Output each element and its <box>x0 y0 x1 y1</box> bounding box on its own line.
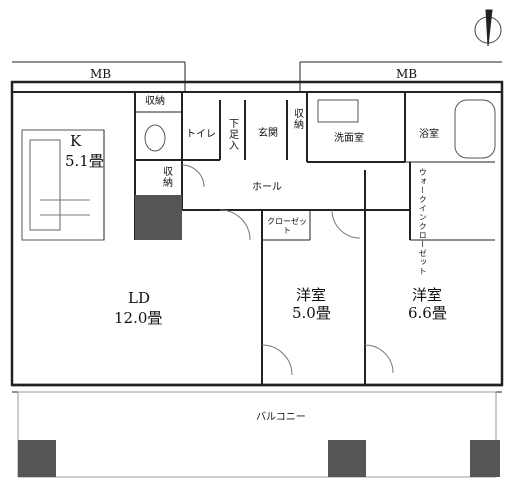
balcony-label: バルコニー <box>256 412 306 423</box>
ld-name: LD <box>128 289 150 307</box>
walk-in-closet-label: ウォークインクローゼット <box>418 168 428 276</box>
kitchen-size: 5.1畳 <box>65 152 104 170</box>
storage-middle-label: 収納 <box>160 166 172 188</box>
storage-top-label: 収納 <box>145 96 165 107</box>
balcony-area <box>17 391 497 478</box>
western-room-1-name: 洋室 <box>296 286 327 304</box>
mb-label-right: MB <box>396 67 418 81</box>
ld-size: 12.0畳 <box>114 309 163 327</box>
bathroom-label: 浴室 <box>419 129 439 140</box>
shoe-storage-label: 下足入 <box>226 118 238 151</box>
outer-wall <box>10 80 504 387</box>
western-room-2-size: 6.6畳 <box>408 304 447 322</box>
hall-label: ホール <box>252 182 282 193</box>
storage-right-label: 収納 <box>291 108 303 130</box>
mb-label-left: MB <box>90 67 112 81</box>
north-arrow-icon <box>474 9 502 47</box>
entrance-label: 玄関 <box>258 128 278 139</box>
kitchen-name: K <box>70 132 82 150</box>
closet-label: クローゼット <box>267 217 307 236</box>
western-room-2-name: 洋室 <box>412 286 443 304</box>
washroom-label: 洗面室 <box>334 133 364 144</box>
toilet-label: トイレ <box>186 129 216 140</box>
western-room-1-size: 5.0畳 <box>292 304 331 322</box>
